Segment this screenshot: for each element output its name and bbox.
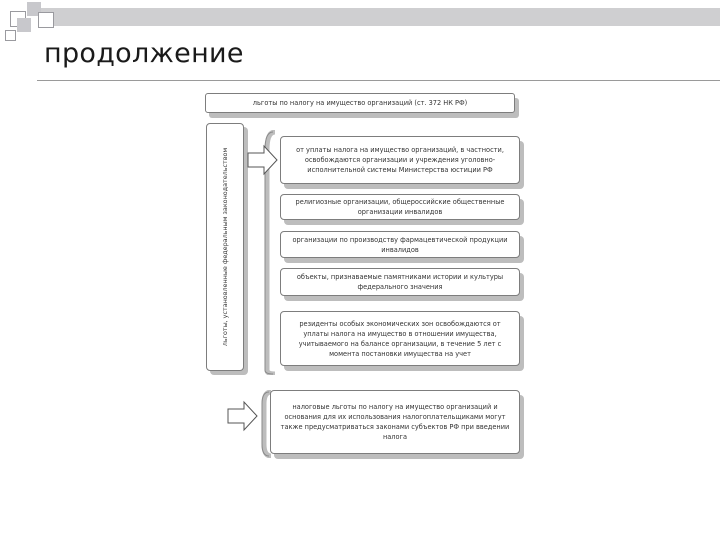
note-brace [261, 390, 272, 458]
side-label-box [206, 123, 244, 371]
corner-decoration [0, 0, 720, 44]
title-divider [37, 80, 720, 81]
item-box: организации по производству фармацевтиче… [280, 231, 520, 258]
item-box: от уплаты налога на имущество организаци… [280, 136, 520, 184]
item-text: объекты, признаваемые памятниками истори… [296, 273, 504, 291]
corner-square [38, 12, 54, 28]
top-bar [40, 8, 720, 26]
corner-square [27, 2, 41, 16]
regional-note-box: налоговые льготы по налогу на имущество … [270, 390, 520, 454]
item-text: религиозные организации, общероссийские … [295, 198, 505, 216]
arrow-right-icon [247, 144, 278, 176]
page-title: продолжение [44, 38, 244, 69]
side-label-text: льготы, установленные федеральным законо… [221, 147, 229, 347]
item-box: религиозные организации, общероссийские … [280, 194, 520, 220]
corner-square [17, 18, 31, 32]
item-box: объекты, признаваемые памятниками истори… [280, 268, 520, 296]
header-box: льготы по налогу на имущество организаци… [205, 93, 515, 113]
item-text: от уплаты налога на имущество организаци… [296, 146, 504, 174]
item-text: резиденты особых экономических зон освоб… [298, 319, 502, 358]
item-text: организации по производству фармацевтиче… [292, 235, 508, 254]
left-brace [264, 130, 276, 375]
item-box: резиденты особых экономических зон освоб… [280, 311, 520, 366]
header-text: льготы по налогу на имущество организаци… [252, 99, 468, 107]
regional-note-text: налоговые льготы по налогу на имущество … [280, 403, 510, 441]
arrow-right-icon [227, 400, 258, 432]
corner-square [5, 30, 16, 41]
